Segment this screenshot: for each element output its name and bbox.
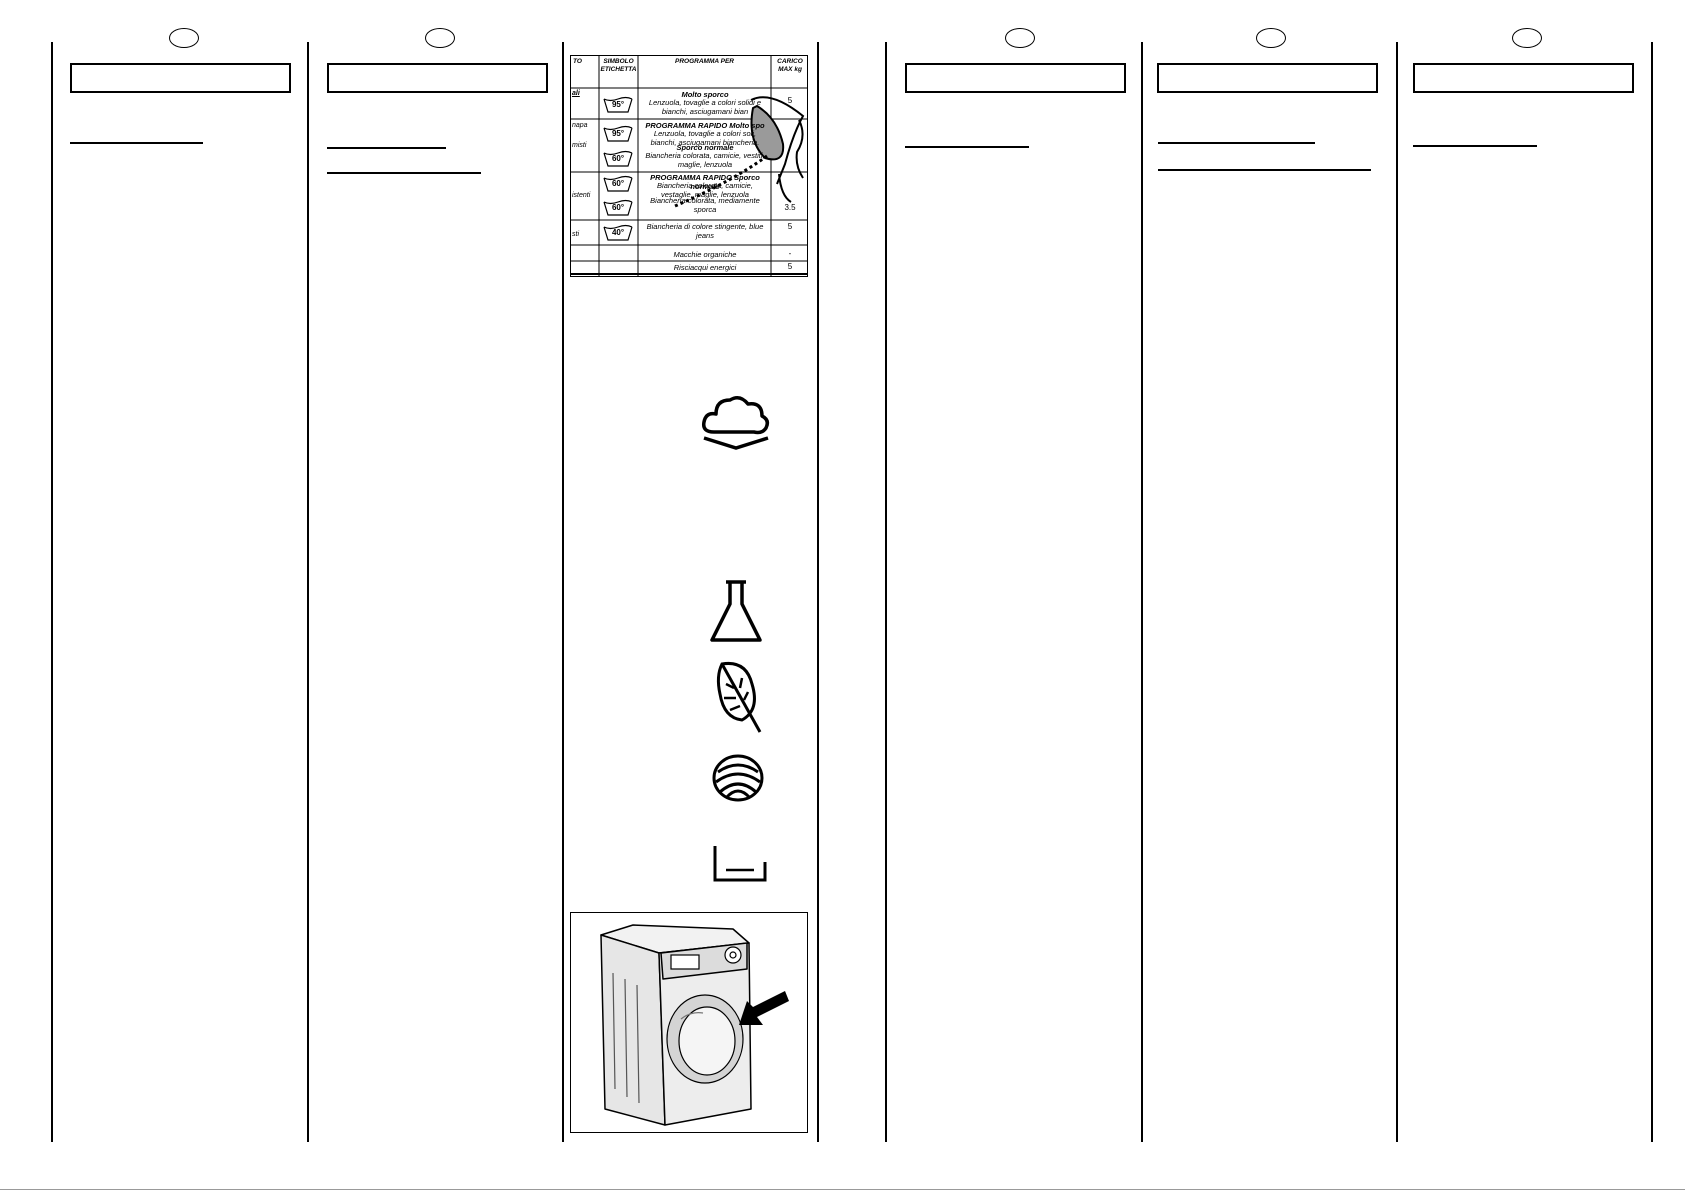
language-badge — [1005, 28, 1035, 48]
program-title: Sporco normale — [676, 143, 734, 152]
header-load: CARICO MAX kg — [777, 58, 803, 73]
rinse-tub-icon — [712, 844, 768, 884]
program-title: Molto sporco — [681, 90, 729, 99]
row-label: sti — [572, 231, 579, 238]
row-label: ali — [572, 90, 580, 97]
language-badge — [1256, 28, 1286, 48]
column-divider — [1396, 42, 1398, 1142]
wash-tub-icon: 95° — [602, 125, 634, 143]
subheading-underline — [1158, 142, 1315, 144]
section-heading-box — [327, 63, 548, 93]
wool-ball-icon — [712, 754, 764, 802]
program-desc: Risciacqui energici — [673, 263, 737, 272]
column-divider — [1651, 42, 1653, 1142]
language-badge — [169, 28, 199, 48]
program-desc: Biancheria colorata, mediamente sporca — [650, 196, 760, 214]
row-label: napa — [572, 122, 588, 129]
program-desc: Lenzuola, tovaglie a colori solidi e bia… — [648, 98, 762, 116]
program-load: 3.5 — [784, 203, 796, 212]
program-desc: Lenzuola, tovaglie a colori soli, bianch… — [650, 129, 760, 147]
prewash-cloud-icon — [700, 390, 772, 454]
column-divider — [562, 42, 564, 1142]
program-load: - — [788, 249, 792, 258]
wash-tub-icon: 60° — [602, 175, 634, 193]
language-badge — [425, 28, 455, 48]
wash-tub-icon: 40° — [602, 224, 634, 242]
program-desc: Biancheria colorata, camicie, vestaglie,… — [657, 181, 753, 199]
bleach-flask-icon — [708, 578, 764, 644]
table-grid — [571, 56, 807, 276]
section-heading-box — [1413, 63, 1634, 93]
program-load: 5 — [787, 222, 793, 231]
washing-machine-illustration — [570, 912, 808, 1133]
column-divider — [885, 42, 887, 1142]
subheading-underline — [327, 147, 446, 149]
header-program: PROGRAMMA PER — [675, 58, 734, 65]
softener-feather-icon — [712, 658, 768, 734]
wash-tub-icon: 95° — [602, 96, 634, 114]
subheading-underline — [1413, 145, 1537, 147]
wash-tub-icon: 60° — [602, 199, 634, 217]
section-heading-box — [905, 63, 1126, 93]
wash-tub-icon: 60° — [602, 150, 634, 168]
page-bottom-rule — [0, 1189, 1685, 1190]
row-label: misti — [572, 142, 587, 149]
subheading-underline — [70, 142, 203, 144]
header-symbol: SIMBOLO ETICHETTA — [600, 58, 637, 73]
program-desc: Biancheria di colore stingente, blue jea… — [646, 222, 764, 240]
program-load: 5 — [787, 262, 793, 271]
subheading-underline — [1158, 169, 1371, 171]
program-title: PROGRAMMA RAPIDO Molto spo — [645, 121, 765, 130]
hand-drawing — [674, 96, 805, 208]
section-heading-box — [1157, 63, 1378, 93]
wash-program-table: TO SIMBOLO ETICHETTA PROGRAMMA PER CARIC… — [570, 55, 808, 277]
header-fabric: TO — [573, 58, 582, 65]
column-divider — [307, 42, 309, 1142]
program-desc: Macchie organiche — [673, 250, 737, 259]
program-load: 5 — [787, 96, 793, 105]
program-desc: Biancheria colorata, camicie, vestiti, m… — [645, 151, 765, 169]
language-badge — [1512, 28, 1542, 48]
section-heading-box — [70, 63, 291, 93]
subheading-underline — [905, 146, 1029, 148]
column-divider — [1141, 42, 1143, 1142]
column-divider — [817, 42, 819, 1142]
column-divider — [51, 42, 53, 1142]
program-title: PROGRAMMA RAPIDO Sporco normale — [650, 173, 760, 191]
row-label: istenti — [572, 192, 591, 199]
subheading-underline — [327, 172, 481, 174]
